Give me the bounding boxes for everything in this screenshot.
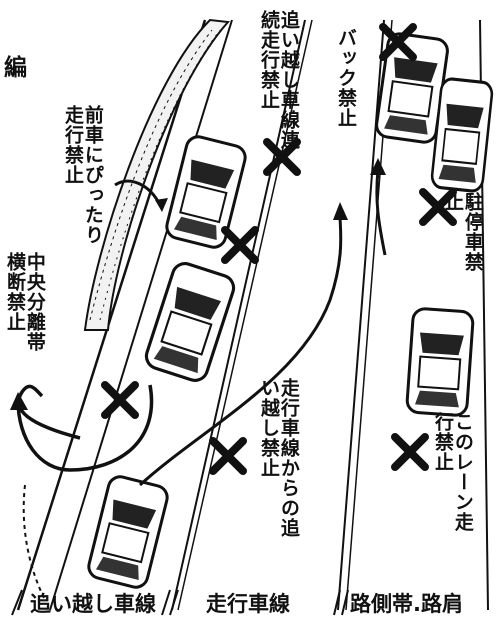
back-arrow <box>375 169 387 256</box>
label-tailgate: 前車にぴったり走行禁止 <box>61 105 104 245</box>
lane-line-center <box>171 19 306 611</box>
label-median: 中央分離帯横断禁止 <box>3 252 46 352</box>
car-parked-van <box>429 76 495 194</box>
car-shoulder <box>404 306 476 418</box>
lane-change-arrow <box>138 214 343 487</box>
label-this-lane: このレーン走行禁止 <box>431 412 474 532</box>
x-mark-from-travel <box>213 441 243 471</box>
label-back: バック禁止 <box>334 28 357 128</box>
x-mark-tailgate <box>225 230 255 260</box>
label-from-travel: 走行車線からの追い越し禁止 <box>257 378 300 538</box>
median-cross-arrow <box>16 384 81 440</box>
x-mark-median <box>105 385 135 415</box>
car-tailgating <box>141 258 239 386</box>
median-hedge <box>83 18 231 331</box>
lane-line-center-inner <box>177 19 313 611</box>
median-edge <box>49 19 233 611</box>
lane-label-shoulder: 路側帯.路肩 <box>350 592 463 616</box>
label-overtake-continuous: 追い越し車線連続走行禁止 <box>257 10 300 150</box>
lower-hedge <box>22 484 46 601</box>
car-overtaking <box>84 472 172 592</box>
x-mark-this-lane <box>395 437 425 467</box>
corner-label: 編 <box>4 55 27 81</box>
lane-label-overtake: 追い越し車線 <box>30 592 156 616</box>
u-turn-arrow <box>16 384 154 472</box>
car-ahead <box>162 132 250 252</box>
road-edge-left <box>16 19 207 611</box>
label-parking: 駐停車禁止 <box>441 192 484 272</box>
lane-label-travel: 走行車線 <box>206 592 290 616</box>
